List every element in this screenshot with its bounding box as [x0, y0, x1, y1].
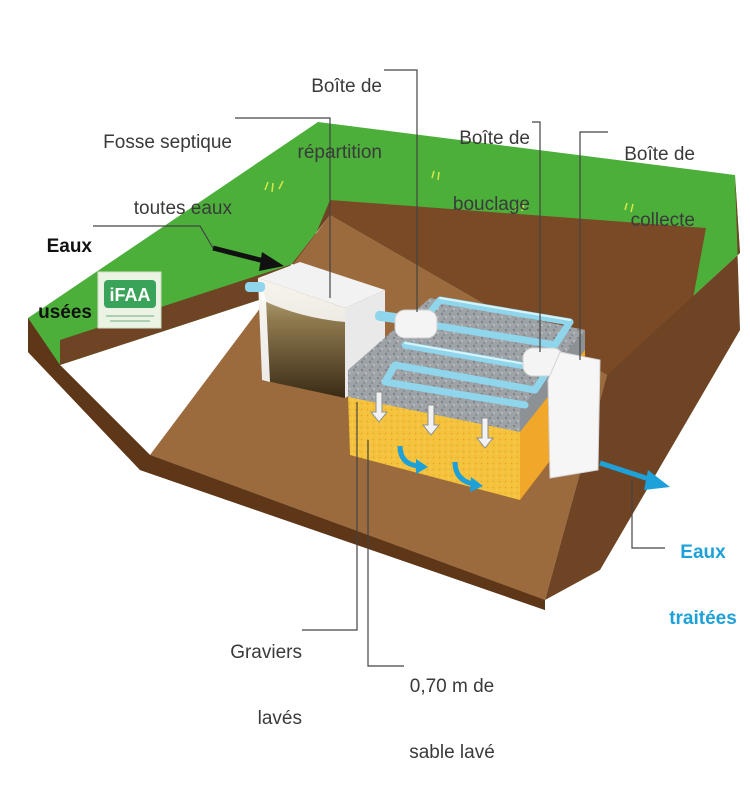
label-eaux-usees: Eaux usées [22, 192, 92, 346]
pit-back-wall [330, 200, 706, 375]
leader-lines [93, 69, 665, 667]
drain-arrows [397, 445, 474, 487]
label-fosse-line2: toutes eaux [133, 198, 232, 219]
arrow-down-icon [475, 417, 495, 449]
label-sable-lave: 0,70 m de sable lavé [404, 632, 500, 786]
label-collecte-line2: collecte [630, 210, 695, 231]
soil-right-side [545, 175, 740, 600]
leader-sable [367, 440, 404, 667]
label-eaux-traitees-line2: traitées [669, 608, 737, 629]
pipe-highlight [439, 297, 571, 321]
leader-fosse [235, 117, 331, 298]
grass-tuft [264, 180, 284, 193]
distribution-pipes [381, 296, 574, 409]
label-graviers-line2: lavés [257, 708, 302, 729]
collection-box-body [547, 351, 601, 479]
grass-tuft [624, 202, 634, 213]
label-graviers-line1: Graviers [230, 642, 302, 663]
arrow-curved-icon [397, 445, 419, 469]
grass-tufts [264, 170, 634, 213]
label-boite-repartition: Boîte de répartition [268, 32, 383, 186]
collection-box [547, 351, 601, 479]
label-boite-collecte: Boîte de collecte [603, 100, 695, 254]
inflow-pipe [245, 282, 265, 292]
septic-system-diagram: iFAA [28, 69, 740, 667]
septic-tank-rim [258, 278, 345, 322]
septic-tank-top [258, 262, 385, 308]
arrow-right-icon [644, 470, 670, 490]
arrow-down-icon [421, 404, 441, 436]
arrowhead [470, 477, 483, 492]
leader-graviers [302, 402, 358, 631]
label-eaux-usees-line2: usées [38, 302, 92, 323]
label-collecte-line1: Boîte de [624, 144, 695, 165]
flow-arrows [369, 391, 495, 449]
grass-tuft [431, 170, 440, 181]
drain-arrowheads [416, 459, 483, 492]
diagram-canvas: iFAA [28, 69, 740, 667]
leader-eaux-traitees [631, 480, 665, 549]
arrowhead [416, 459, 428, 474]
grass-tuft [514, 202, 525, 212]
leader-repartition [384, 69, 418, 312]
label-eaux-traitees-line1: Eaux [680, 542, 726, 563]
distribution-box [394, 309, 438, 339]
outflow-arrow [599, 460, 670, 490]
label-bouclage-line1: Boîte de [459, 128, 530, 149]
inflow-arrow-shaft [212, 245, 269, 265]
label-eaux-usees-line1: Eaux [46, 236, 92, 257]
arrow-curved-icon [452, 461, 474, 487]
label-fosse-line1: Fosse septique [103, 132, 232, 153]
pipe-loop [381, 361, 529, 409]
pipe-loop [416, 296, 574, 349]
label-sable-line2: sable lavé [409, 742, 495, 763]
label-sable-line1: 0,70 m de [409, 676, 495, 697]
logo-text: iFAA [109, 285, 150, 305]
pipe-loop [391, 341, 552, 394]
label-repartition-line1: Boîte de [311, 76, 382, 97]
label-boite-bouclage: Boîte de bouclage [430, 84, 530, 238]
distribution-box-body [394, 309, 438, 339]
arrow-right-icon [259, 252, 284, 271]
label-graviers-laves: Graviers lavés [222, 598, 302, 752]
arrow-down-icon [369, 391, 389, 423]
label-fosse-septique: Fosse septique toutes eaux [95, 88, 232, 242]
label-repartition-line2: répartition [297, 142, 383, 163]
inflow-arrow [212, 245, 284, 271]
leader-eaux-usees [93, 225, 214, 249]
septic-tank [258, 262, 385, 398]
label-eaux-traitees: Eaux traitées [664, 498, 742, 652]
septic-tank-rim-left [258, 278, 270, 382]
logo-mark [104, 280, 156, 308]
outflow-arrow-shaft [599, 460, 653, 483]
ifaa-logo: iFAA [97, 271, 162, 329]
leader-bouclage [532, 121, 541, 352]
leader-collecte [579, 131, 608, 360]
label-bouclage-line2: bouclage [452, 194, 530, 215]
